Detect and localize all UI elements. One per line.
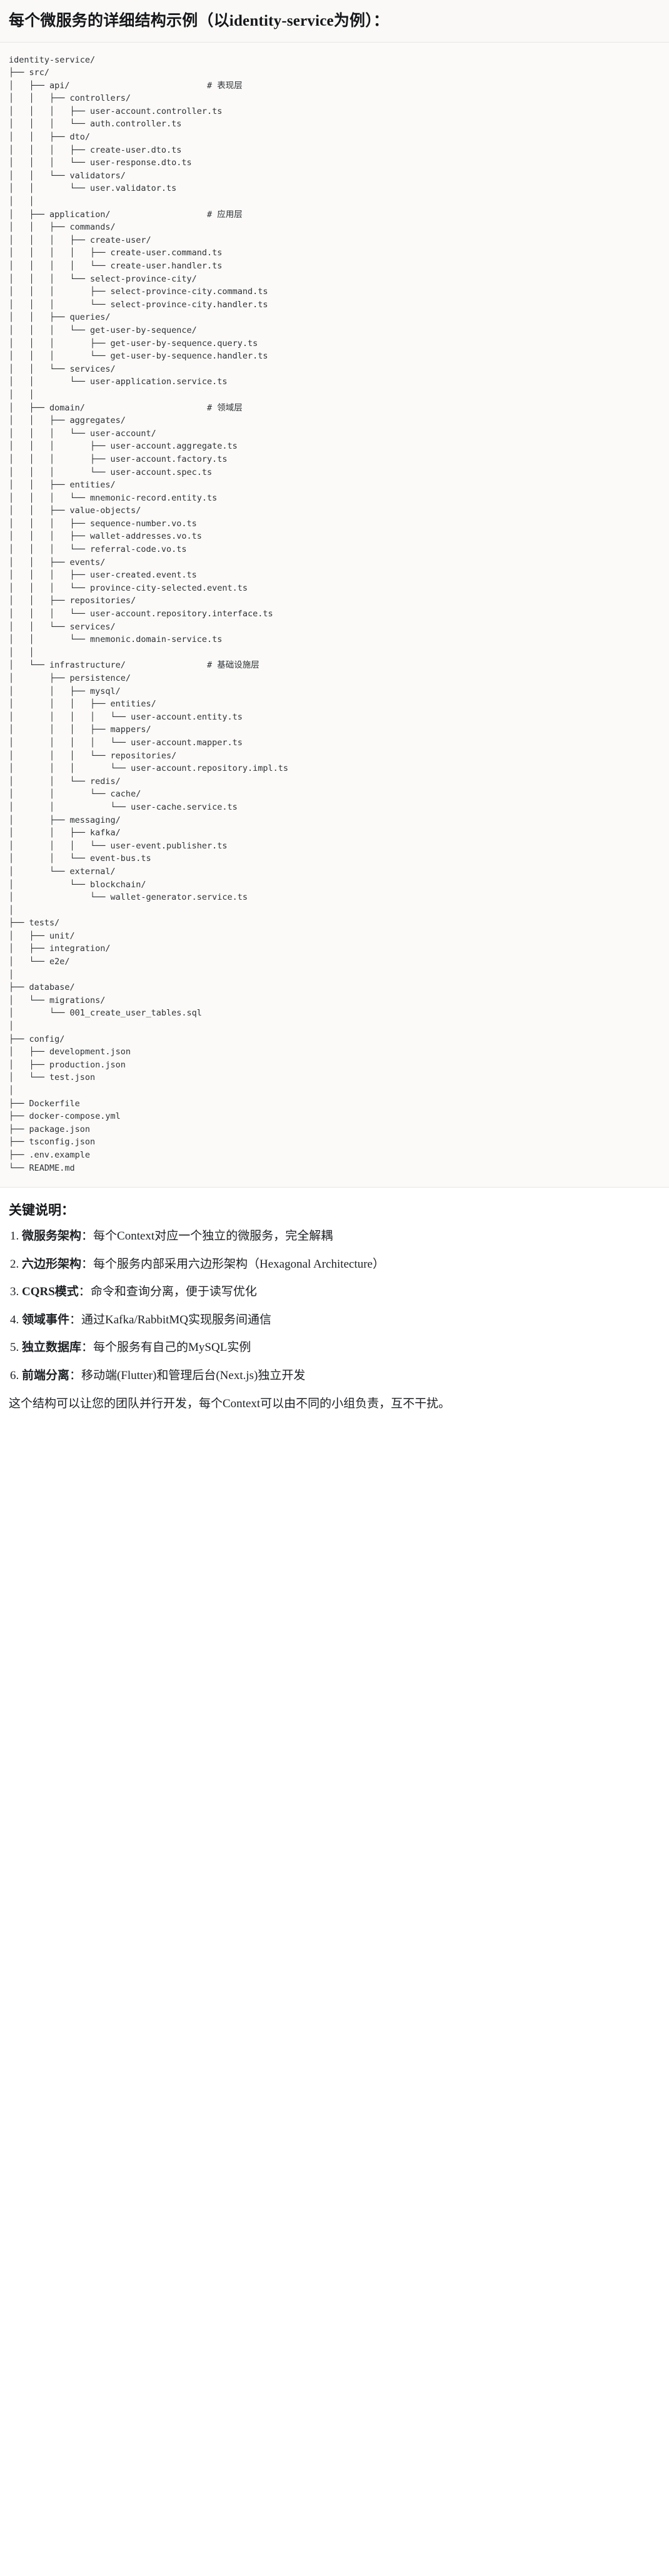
list-item: 领域事件：通过Kafka/RabbitMQ实现服务间通信	[10, 1311, 660, 1329]
directory-tree-block: identity-service/ ├── src/ │ ├── api/ # …	[0, 42, 669, 1188]
key-notes-title: 关键说明：	[9, 1203, 74, 1218]
note-term: 六边形架构	[22, 1257, 82, 1271]
list-item: 独立数据库：每个服务有自己的MySQL实例	[10, 1339, 660, 1357]
note-description: 通过Kafka/RabbitMQ实现服务间通信	[81, 1313, 272, 1326]
note-description: 命令和查询分离，便于读写优化	[90, 1285, 257, 1299]
note-separator: ：	[69, 1368, 82, 1382]
list-item: 微服务架构：每个Context对应一个独立的微服务，完全解耦	[10, 1228, 660, 1245]
note-description: 每个Context对应一个独立的微服务，完全解耦	[93, 1229, 333, 1243]
note-separator: ：	[69, 1313, 82, 1326]
list-item: 六边形架构：每个服务内部采用六边形架构（Hexagonal Architectu…	[10, 1256, 660, 1273]
note-term: 独立数据库	[22, 1341, 82, 1355]
note-separator: ：	[81, 1341, 94, 1355]
page-root: 每个微服务的详细结构示例（以identity-service为例）： ident…	[0, 0, 669, 1420]
note-separator: ：	[78, 1285, 91, 1299]
note-separator: ：	[81, 1257, 94, 1271]
note-separator: ：	[81, 1229, 94, 1243]
closing-paragraph: 这个结构可以让您的团队并行开发，每个Context可以由不同的小组负责，互不干扰…	[9, 1397, 451, 1411]
page-title: 每个微服务的详细结构示例（以identity-service为例）：	[9, 13, 390, 29]
note-term: 微服务架构	[22, 1229, 82, 1243]
key-notes-section: 关键说明： 微服务架构：每个Context对应一个独立的微服务，完全解耦 六边形…	[0, 1188, 669, 1420]
list-item: 前端分离：移动端(Flutter)和管理后台(Next.js)独立开发	[10, 1367, 660, 1385]
note-term: CQRS模式	[22, 1285, 79, 1299]
note-description: 每个服务内部采用六边形架构（Hexagonal Architecture）	[93, 1257, 385, 1271]
note-description: 移动端(Flutter)和管理后台(Next.js)独立开发	[81, 1368, 306, 1382]
note-term: 前端分离	[22, 1368, 70, 1382]
list-item: CQRS模式：命令和查询分离，便于读写优化	[10, 1283, 660, 1301]
note-term: 领域事件	[22, 1313, 70, 1326]
note-description: 每个服务有自己的MySQL实例	[93, 1341, 251, 1355]
key-notes-list: 微服务架构：每个Context对应一个独立的微服务，完全解耦 六边形架构：每个服…	[9, 1228, 660, 1384]
heading-band: 每个微服务的详细结构示例（以identity-service为例）：	[0, 0, 669, 43]
directory-tree: identity-service/ ├── src/ │ ├── api/ # …	[9, 54, 289, 1173]
